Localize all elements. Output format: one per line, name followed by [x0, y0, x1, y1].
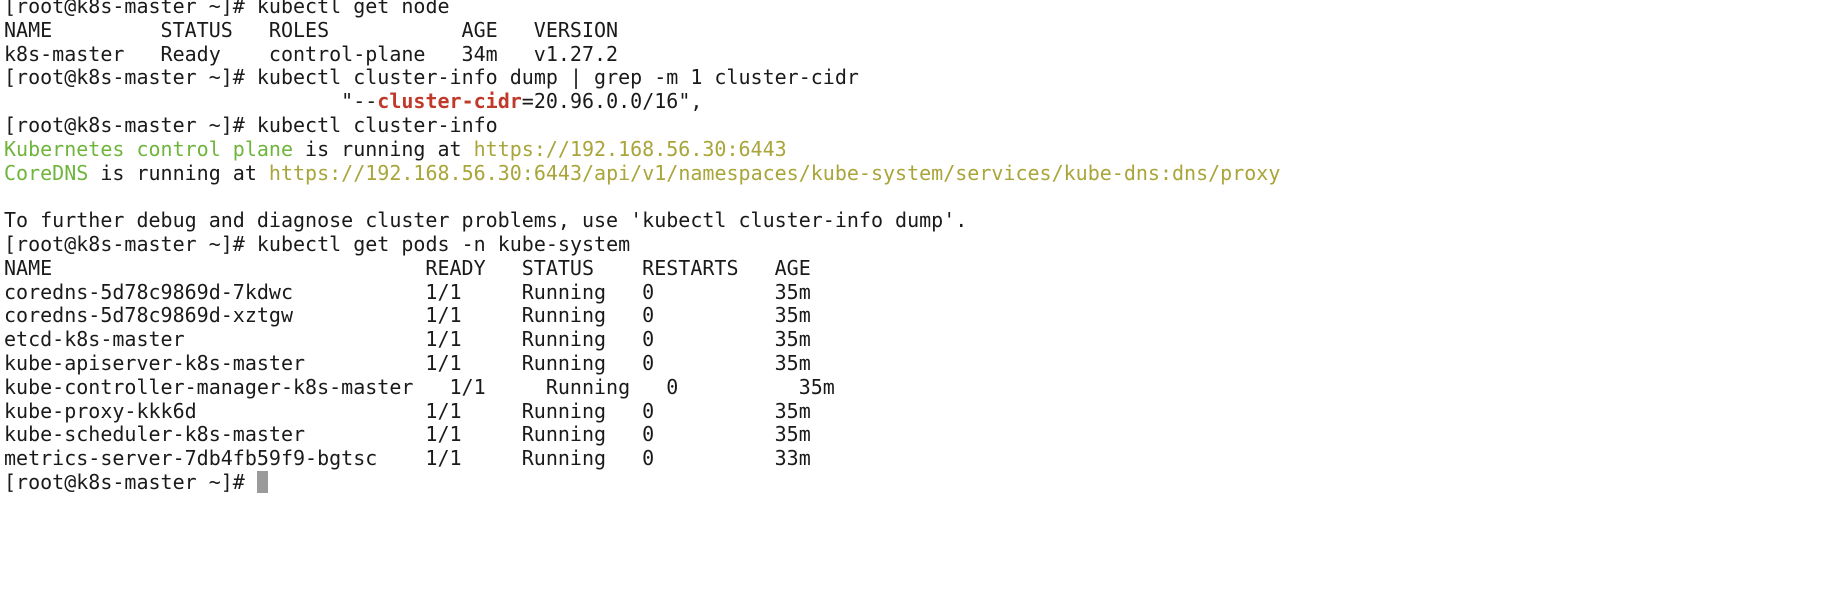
text-cursor [256, 470, 268, 493]
pods-table-row: kube-scheduler-k8s-master 1/1 Running 0 … [4, 422, 811, 447]
shell-prompt: [root@k8s-master ~]# [4, 65, 257, 90]
terminal-output[interactable]: [root@k8s-master ~]# kubectl get node NA… [4, 0, 1842, 495]
command-line: [root@k8s-master ~]# kubectl get node [4, 0, 1842, 19]
active-command-line[interactable]: [root@k8s-master ~]# [4, 469, 1842, 495]
cidr-value: =20.96.0.0/16", [521, 89, 703, 114]
status-text: is running at [88, 160, 269, 185]
blank-line [4, 185, 1842, 209]
command-line: [root@k8s-master ~]# kubectl cluster-inf… [4, 112, 1842, 138]
command-text: kubectl get node [256, 0, 450, 18]
control-plane-url[interactable]: https://192.168.56.30:6443 [473, 136, 787, 161]
control-plane-status-line: Kubernetes control plane is running at h… [4, 136, 1842, 162]
coredns-label: CoreDNS [4, 160, 89, 185]
shell-prompt: [root@k8s-master ~]# [4, 0, 257, 18]
shell-prompt: [root@k8s-master ~]# [4, 469, 257, 494]
command-line: [root@k8s-master ~]# kubectl get pods -n… [4, 231, 1842, 257]
cidr-match-highlight: cluster-cidr [377, 89, 522, 114]
status-text: is running at [292, 136, 474, 161]
pods-table-header: NAME READY STATUS RESTARTS AGE [4, 255, 811, 280]
cidr-output-line: "--cluster-cidr=20.96.0.0/16", [4, 89, 1842, 114]
node-table-header: NAME STATUS ROLES AGE VERSION [4, 17, 619, 42]
pods-table-row: etcd-k8s-master 1/1 Running 0 35m [4, 327, 811, 352]
command-text: kubectl cluster-info [256, 112, 498, 137]
coredns-url[interactable]: https://192.168.56.30:6443/api/v1/namesp… [268, 160, 1281, 185]
pods-table-row: kube-controller-manager-k8s-master 1/1 R… [4, 374, 835, 399]
coredns-status-line: CoreDNS is running at https://192.168.56… [4, 160, 1842, 186]
shell-prompt: [root@k8s-master ~]# [4, 231, 257, 256]
pods-table-row: coredns-5d78c9869d-xztgw 1/1 Running 0 3… [4, 303, 811, 328]
pods-table-row: kube-proxy-kkk6d 1/1 Running 0 35m [4, 398, 811, 423]
pods-table-row: kube-apiserver-k8s-master 1/1 Running 0 … [4, 350, 811, 375]
command-text: kubectl get pods -n kube-system [256, 231, 631, 256]
pods-table-row: coredns-5d78c9869d-7kdwc 1/1 Running 0 3… [4, 279, 811, 304]
debug-hint: To further debug and diagnose cluster pr… [4, 208, 968, 233]
node-table-row: k8s-master Ready control-plane 34m v1.27… [4, 41, 619, 66]
command-text: kubectl cluster-info dump | grep -m 1 cl… [256, 65, 859, 90]
pods-table-row: metrics-server-7db4fb59f9-bgtsc 1/1 Runn… [4, 446, 811, 471]
shell-prompt: [root@k8s-master ~]# [4, 112, 257, 137]
cidr-prefix: "-- [4, 89, 378, 114]
control-plane-label: Kubernetes control plane [4, 136, 293, 161]
command-line: [root@k8s-master ~]# kubectl cluster-inf… [4, 65, 1842, 90]
